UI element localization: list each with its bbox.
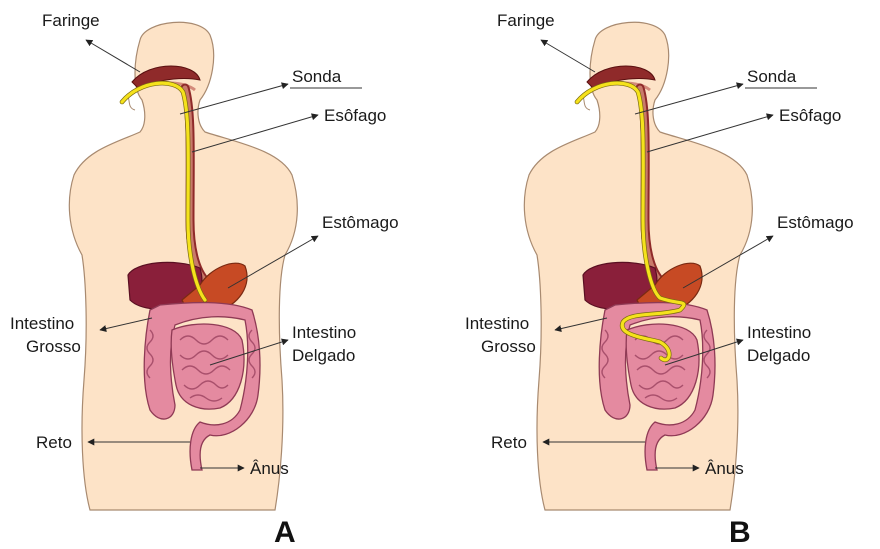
label-reto: Reto xyxy=(491,433,527,452)
label-faringe: Faringe xyxy=(497,11,555,30)
label-estomago: Estômago xyxy=(322,213,399,232)
panel-letter-a: A xyxy=(274,516,296,549)
label-reto: Reto xyxy=(36,433,72,452)
label-intestino-delgado-1: Intestino xyxy=(292,323,356,342)
faringe-leader xyxy=(86,40,140,72)
label-intestino-delgado-2: Delgado xyxy=(747,346,810,365)
label-esofago: Esôfago xyxy=(324,106,386,125)
label-faringe: Faringe xyxy=(42,11,100,30)
label-esofago: Esôfago xyxy=(779,106,841,125)
label-sonda: Sonda xyxy=(292,67,342,86)
label-sonda: Sonda xyxy=(747,67,797,86)
label-anus: Ânus xyxy=(705,459,744,478)
label-intestino-delgado-2: Delgado xyxy=(292,346,355,365)
panel-letter-b: B xyxy=(729,516,751,549)
panel-b: Faringe Sonda Esôfago Estômago Intestino… xyxy=(465,11,854,549)
label-anus: Ânus xyxy=(250,459,289,478)
faringe-leader xyxy=(541,40,595,72)
label-intestino-grosso-1: Intestino xyxy=(10,314,74,333)
label-estomago: Estômago xyxy=(777,213,854,232)
label-intestino-grosso-2: Grosso xyxy=(481,337,536,356)
label-intestino-grosso-1: Intestino xyxy=(465,314,529,333)
label-intestino-delgado-1: Intestino xyxy=(747,323,811,342)
panel-a: Faringe Sonda Esôfago Estômago Intestino… xyxy=(10,11,399,549)
label-intestino-grosso-2: Grosso xyxy=(26,337,81,356)
